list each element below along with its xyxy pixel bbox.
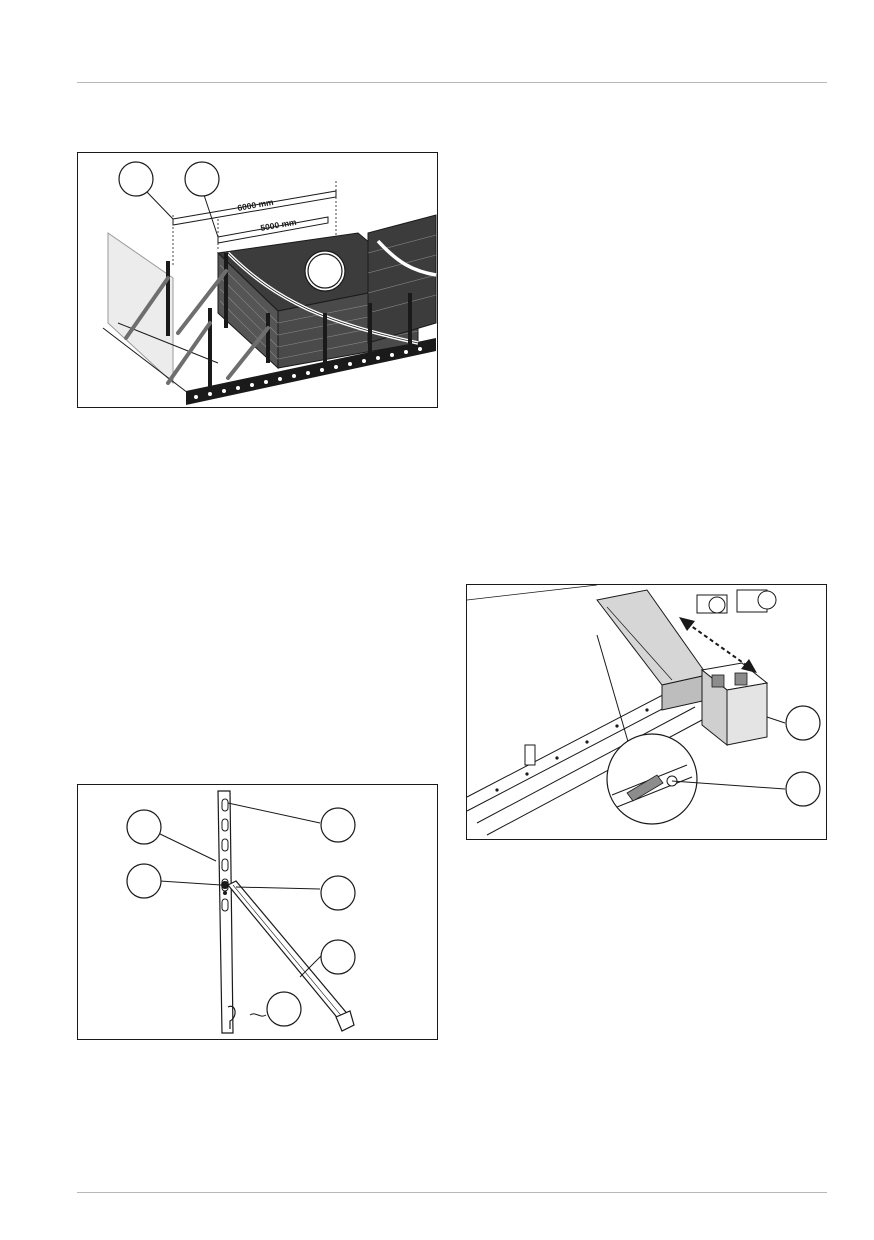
figure-transport-beam (466, 584, 827, 840)
callout-circle (118, 161, 154, 197)
callout-circle (126, 809, 162, 845)
callout-circle (266, 991, 302, 1027)
footer-rule (77, 1192, 827, 1193)
callout-circle (320, 807, 356, 843)
figure-push-pull-prop (77, 784, 438, 1040)
callout-circle (126, 863, 162, 899)
callout-circle (785, 771, 821, 807)
callout-circle (320, 875, 356, 911)
callout-circle (304, 250, 346, 292)
transport-beam-illustration (467, 585, 821, 836)
callout-circle (785, 705, 821, 741)
header-rule (77, 82, 827, 83)
formwork-panels-illustration: 6000 mm 5000 mm (102, 161, 437, 405)
figure-formwork-panels: 6000 mm 5000 mm (77, 152, 438, 408)
push-pull-prop-illustration (126, 790, 356, 1034)
callout-circle (184, 161, 220, 197)
callout-circle (320, 939, 356, 975)
